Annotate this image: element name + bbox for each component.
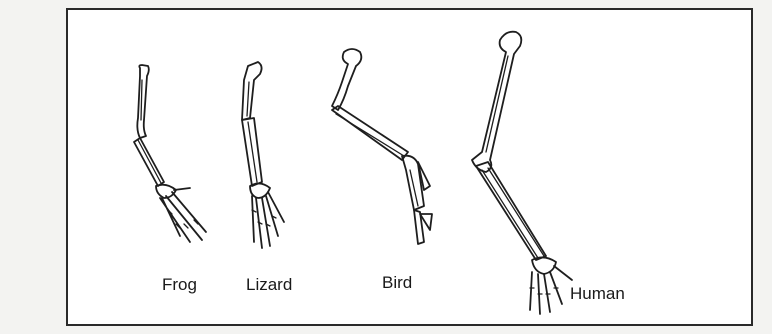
frog-limb-illustration (134, 65, 206, 242)
human-limb-illustration (472, 32, 572, 314)
figure-frame: Frog Lizard Bird Human (66, 8, 753, 326)
label-frog: Frog (162, 275, 197, 295)
label-bird: Bird (382, 273, 412, 293)
label-human: Human (570, 284, 625, 304)
lizard-limb-illustration (242, 62, 284, 248)
bird-limb-illustration (332, 49, 432, 244)
label-lizard: Lizard (246, 275, 292, 295)
